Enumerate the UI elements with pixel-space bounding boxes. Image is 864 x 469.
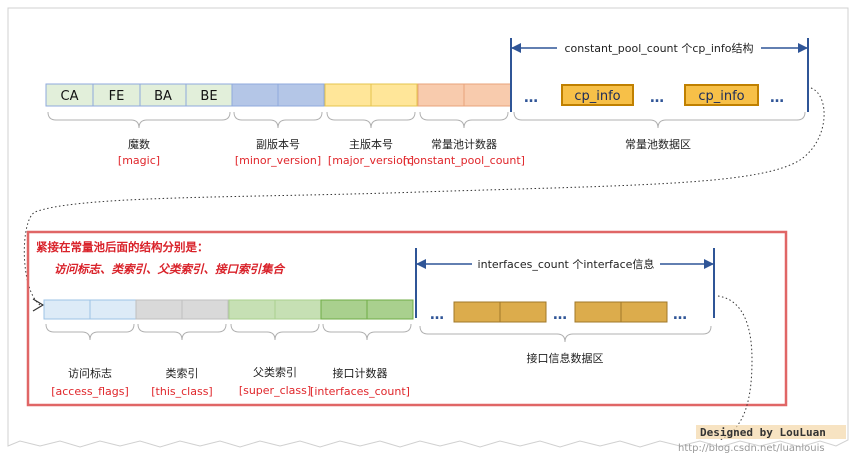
major-version-cell-1 (324, 83, 372, 107)
interfaces-data-brace (419, 325, 712, 343)
super-class-cells (228, 299, 322, 320)
interface-cell-3 (574, 301, 622, 323)
constant-pool-count-cells (417, 83, 512, 107)
minor-version-cell-1 (231, 83, 279, 107)
interface-cell-4 (620, 301, 668, 323)
this-class-label: 类索引 (166, 366, 199, 380)
major-version-label: 主版本号 (349, 137, 393, 151)
designer-credit: Designed by LouLuan (700, 426, 826, 439)
cp-dots-2: … (650, 90, 665, 106)
page-frame (7, 7, 849, 448)
cp-data-label: 常量池数据区 (625, 137, 691, 151)
magic-byte-2: FE (109, 89, 125, 104)
cp-dots-1: … (524, 90, 539, 106)
this-class-cell-1 (135, 299, 183, 320)
cp-count-cell-2 (463, 83, 512, 107)
interface-dots-2: … (553, 307, 568, 323)
magic-brace (47, 111, 231, 129)
interfaces-range-label-bg (472, 256, 660, 272)
this-class-brace (137, 323, 227, 341)
blog-url: http://blog.csdn.net/luanlouis (678, 443, 825, 454)
interfaces-range-label: interfaces_count 个interface信息 (478, 257, 655, 271)
cp-info-box-1 (561, 84, 634, 106)
major-brace (326, 111, 416, 129)
cp-count-brace (419, 111, 509, 129)
interfaces-count-cells (320, 299, 414, 320)
continuation-arrowhead (32, 298, 45, 312)
magic-byte-4: BE (200, 89, 217, 104)
minor-version-label: 副版本号 (256, 137, 300, 151)
major-version-cells (324, 83, 418, 107)
access-flags-cells (43, 299, 137, 320)
super-class-en-label: [super_class] (239, 384, 311, 397)
major-version-cell-2 (370, 83, 418, 107)
minor-version-cells (231, 83, 325, 107)
magic-label: 魔数 (128, 137, 150, 151)
magic-byte-1: CA (61, 89, 79, 104)
note-line-2: 访问标志、类索引、父类索引、接口索引集合 (54, 262, 286, 276)
interface-dots-3: … (673, 307, 688, 323)
cp-info-box-2 (684, 84, 759, 106)
interface-cell-2 (499, 301, 547, 323)
magic-en-label: [magic] (118, 154, 160, 167)
this-class-cells (135, 299, 229, 320)
access-flags-brace (45, 323, 135, 341)
cp-info-label-1: cp_info (574, 89, 620, 104)
interfaces-count-cell-1 (320, 299, 368, 320)
interfaces-count-label: 接口计数器 (333, 367, 388, 380)
bottom-highlight-frame (26, 230, 788, 407)
designer-tag-bg (696, 425, 846, 439)
interface-cell-1 (453, 301, 501, 323)
access-flags-label: 访问标志 (68, 366, 112, 380)
bottom-braces (45, 323, 712, 343)
super-class-cell-2 (274, 299, 322, 320)
super-class-label: 父类索引 (253, 365, 297, 379)
minor-version-cell-2 (277, 83, 325, 107)
this-class-cell-2 (181, 299, 229, 320)
this-class-en-label: [this_class] (151, 385, 212, 398)
cp-range-label-bg (557, 40, 761, 56)
access-flags-cell-1 (43, 299, 91, 320)
cp-count-label: 常量池计数器 (431, 138, 497, 151)
minor-brace (233, 111, 323, 129)
cp-count-en-label: [constant_pool_count] (403, 154, 525, 167)
interfaces-count-cell-2 (366, 299, 414, 320)
major-version-en-label: [major_version] (328, 154, 414, 167)
interfaces-data-label: 接口信息数据区 (527, 351, 604, 365)
interfaces-count-en-label: [interfaces_count] (310, 385, 410, 398)
cp-data-brace (513, 111, 806, 129)
minor-version-en-label: [minor_version] (235, 154, 321, 167)
super-class-cell-1 (228, 299, 276, 320)
note-line-1: 紧接在常量池后面的结构分别是： (36, 240, 209, 254)
magic-byte-3: BA (154, 89, 172, 104)
access-flags-cell-2 (89, 299, 137, 320)
cp-count-cell-1 (417, 83, 465, 107)
super-class-brace (230, 323, 320, 341)
cp-info-label-2: cp_info (698, 89, 744, 104)
cp-dots-3: … (770, 90, 785, 106)
top-braces (47, 111, 806, 129)
cp-range-label: constant_pool_count 个cp_info结构 (564, 41, 753, 55)
interfaces-count-brace (322, 323, 412, 341)
interface-dots-1: … (430, 307, 445, 323)
magic-cells: CA FE BA BE (45, 83, 233, 107)
access-flags-en-label: [access_flags] (51, 385, 129, 398)
